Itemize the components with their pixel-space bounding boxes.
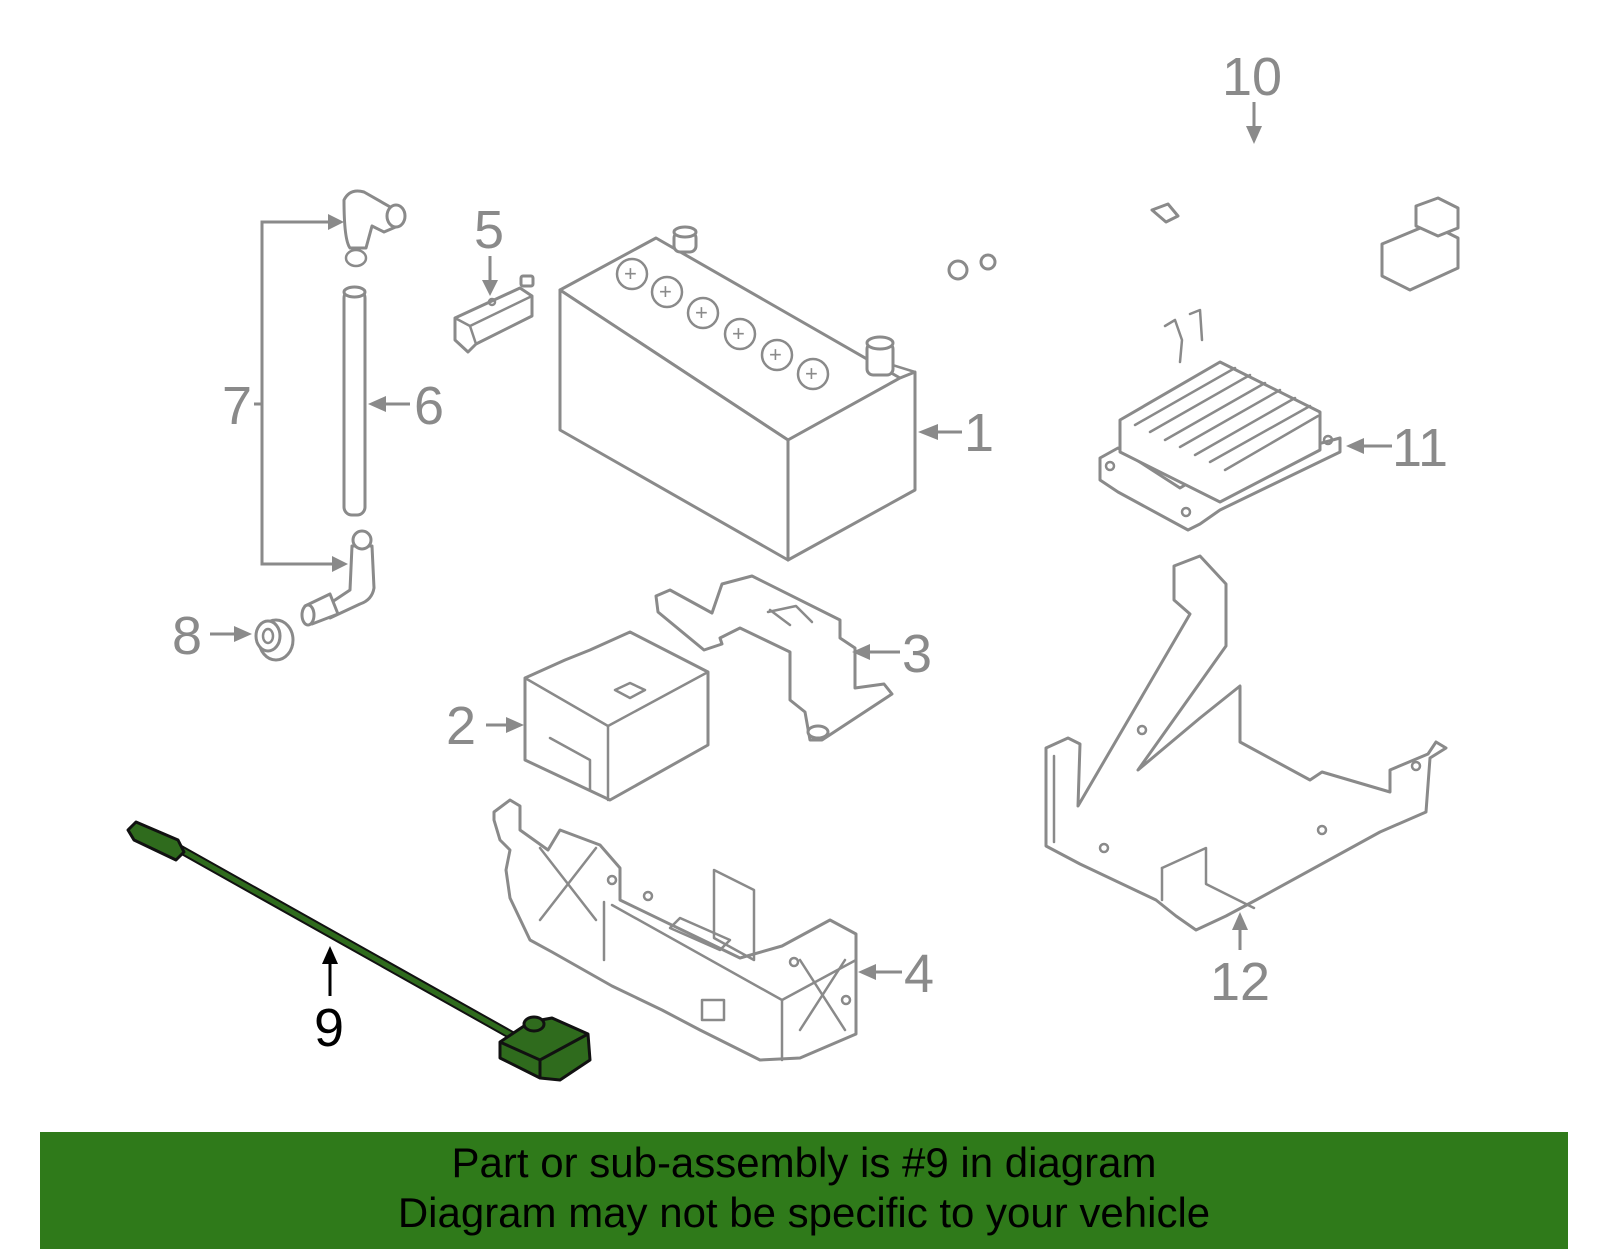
vent-elbow-upper-part[interactable] [342, 189, 407, 268]
callout-9: 9 [314, 998, 344, 1058]
banner-line-part-number: Part or sub-assembly is #9 in diagram [451, 1139, 1157, 1186]
battery-part[interactable]: + + + + + + [558, 225, 917, 562]
callout-1: 1 [964, 403, 994, 463]
cable-harness-part[interactable] [947, 147, 1460, 292]
vent-tube-part[interactable] [342, 285, 367, 517]
svg-text:+: + [769, 342, 782, 367]
control-module-part[interactable] [1098, 308, 1342, 532]
battery-cover-part[interactable] [523, 630, 710, 802]
svg-text:+: + [659, 279, 672, 304]
callout-7: 7 [222, 376, 252, 436]
callout-10: 10 [1222, 47, 1282, 107]
bracket-part[interactable] [654, 574, 894, 742]
callout-8: 8 [172, 606, 202, 666]
vent-elbow-lower-part[interactable] [300, 529, 376, 627]
grommet-part[interactable] [254, 618, 295, 662]
svg-text:+: + [732, 321, 745, 346]
callout-6: 6 [414, 376, 444, 436]
svg-text:+: + [624, 261, 637, 286]
callout-2: 2 [446, 696, 476, 756]
callout-3: 3 [902, 624, 932, 684]
banner-line-disclaimer: Diagram may not be specific to your vehi… [397, 1189, 1211, 1236]
callout-11: 11 [1392, 418, 1448, 478]
parts-diagram: + + + + + + [126, 47, 1460, 1082]
tray-frame-part[interactable] [1044, 554, 1448, 932]
callout-5: 5 [474, 200, 504, 260]
svg-text:+: + [805, 361, 818, 386]
heat-sink-fins [1133, 366, 1320, 472]
battery-cell-caps: + + + + + + [615, 257, 830, 391]
battery-sensor-cable-part[interactable] [126, 820, 592, 1082]
info-banner: Part or sub-assembly is #9 in diagram Di… [40, 1132, 1568, 1249]
plug-part[interactable] [453, 274, 535, 354]
callout-4: 4 [904, 944, 934, 1004]
battery-tray-part[interactable] [492, 798, 858, 1062]
svg-text:+: + [695, 300, 708, 325]
callout-12: 12 [1210, 952, 1270, 1012]
